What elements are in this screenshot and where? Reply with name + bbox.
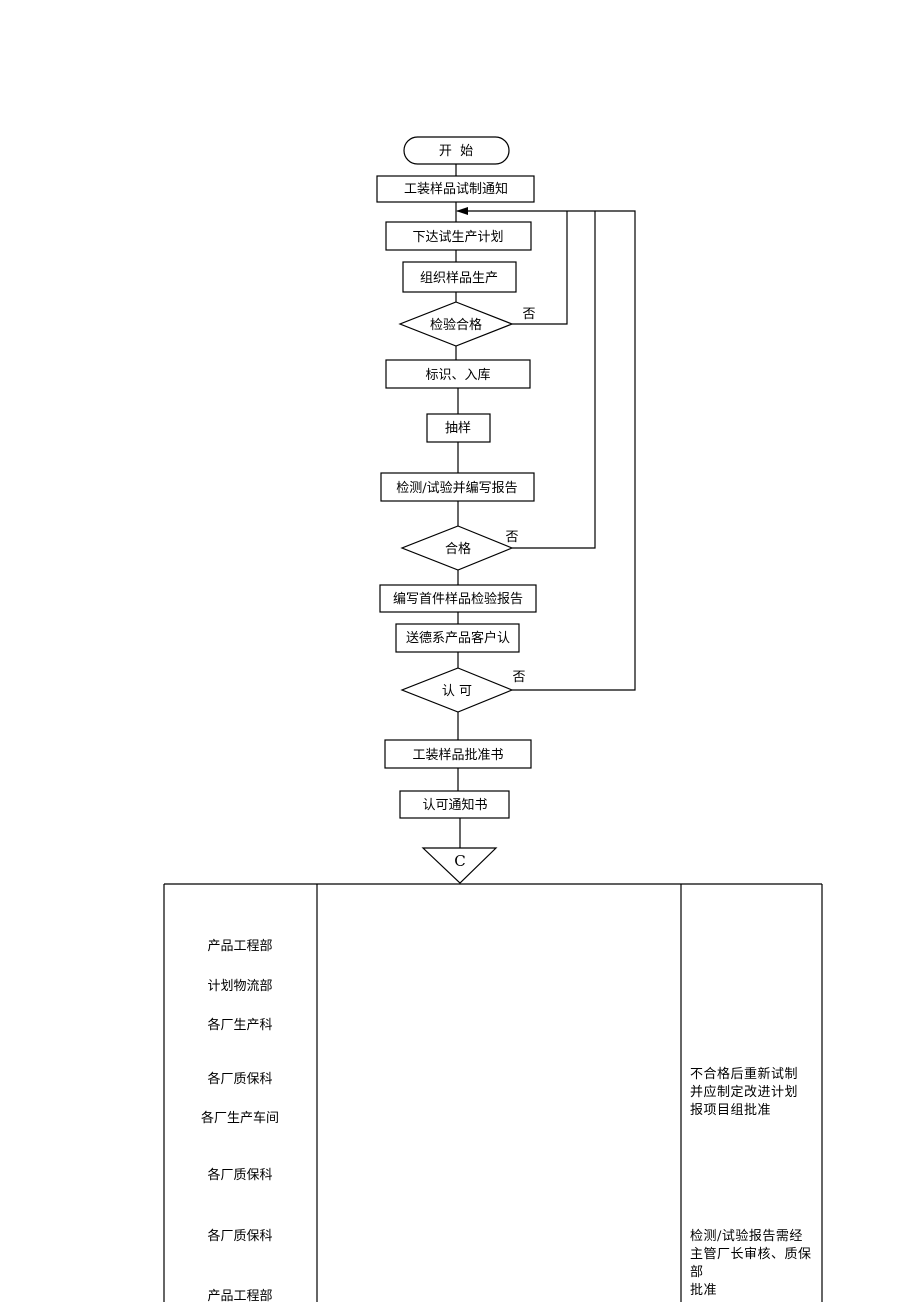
start-label: 开 始 (439, 144, 473, 159)
first-report-label: 编写首件样品检验报告 (393, 591, 523, 607)
notice-box (376, 175, 535, 203)
label-store-label: 标识、入库 (425, 367, 490, 383)
first-report-box (379, 584, 537, 613)
approval-doc-label: 工装样品批准书 (412, 748, 503, 763)
sampling-box (426, 413, 491, 443)
inspect-decision (398, 301, 514, 347)
no-label-3: 否 (512, 670, 525, 685)
qualified-label: 合格 (445, 541, 471, 557)
start-terminal (403, 136, 510, 165)
qualified-decision (400, 525, 514, 571)
dept-plant-qa-3: 各厂质保科 (207, 1229, 273, 1244)
send-customer-label: 送德系产品客户认 (406, 630, 510, 646)
organize-box (402, 261, 517, 293)
approve-label: 认 可 (442, 684, 472, 699)
dept-plant-qa-2: 各厂质保科 (207, 1168, 273, 1183)
dept-plant-production: 各厂生产科 (207, 1018, 273, 1033)
plan-label: 下达试生产计划 (412, 230, 503, 245)
approve-decision (400, 667, 514, 713)
notice-label: 工装样品试制通知 (404, 181, 508, 197)
sampling-label: 抽样 (445, 421, 471, 436)
organize-label: 组织样品生产 (420, 271, 498, 286)
dept-product-engineering: 产品工程部 (207, 939, 273, 954)
dept-plant-qa: 各厂质保科 (207, 1072, 273, 1087)
inspect-label: 检验合格 (430, 317, 482, 333)
test-report-label: 检测/试验并编写报告 (396, 480, 517, 496)
send-customer-box (395, 623, 520, 653)
connector-c-label: C (454, 852, 465, 870)
label-store-box (385, 359, 531, 389)
note-retrial: 不合格后重新试制 并应制定改进计划 报项目组批准 (690, 1067, 799, 1118)
approval-notice-label: 认可通知书 (422, 797, 487, 813)
note-report-review: 检测/试验报告需经 主管厂长审核、质保部 批准 (690, 1229, 812, 1298)
plan-box (385, 221, 532, 251)
approval-notice-box (399, 790, 510, 819)
no-label-1: 否 (522, 307, 535, 322)
approval-doc-box (384, 739, 532, 769)
dept-plant-workshop: 各厂生产车间 (200, 1111, 279, 1126)
test-report-box (380, 472, 535, 502)
connector-c (421, 847, 498, 884)
dept-product-engineering-2: 产品工程部 (207, 1289, 273, 1304)
dept-planning-logistics: 计划物流部 (207, 979, 273, 994)
no-label-2: 否 (505, 530, 518, 545)
